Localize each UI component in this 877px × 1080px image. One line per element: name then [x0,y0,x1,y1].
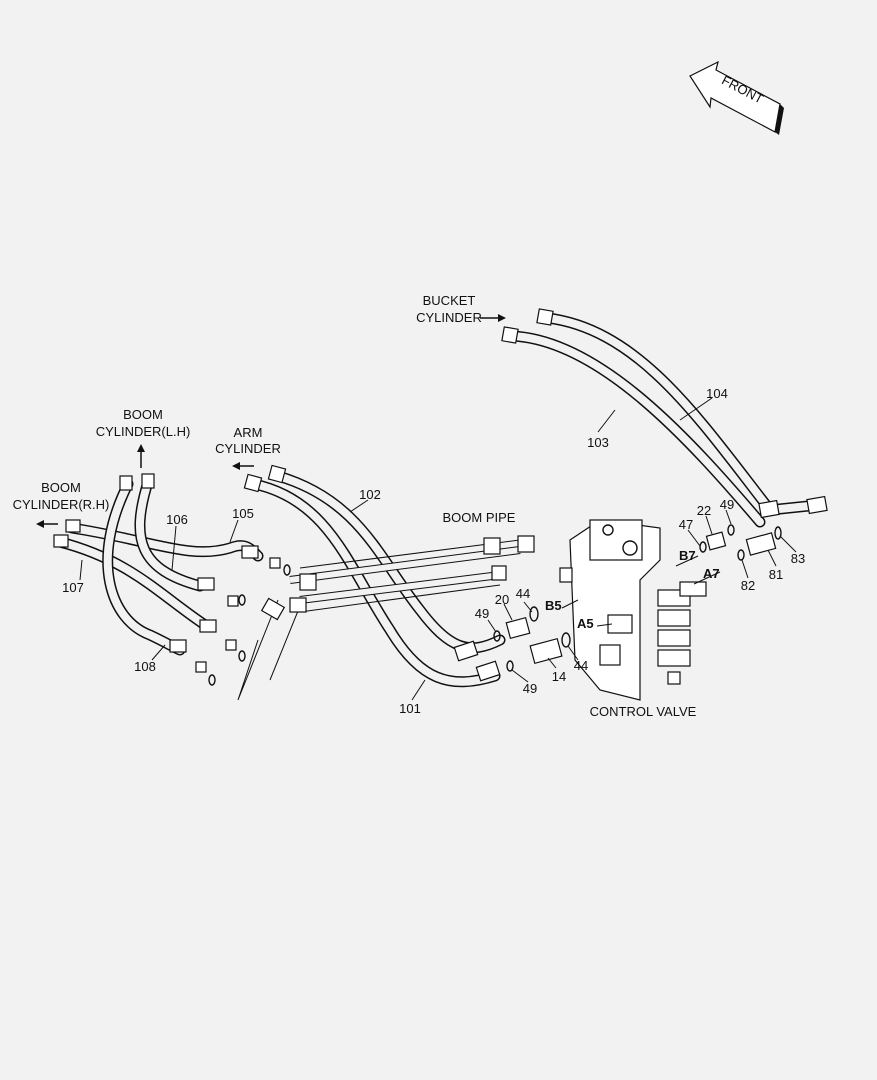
part-103: 103 [587,435,609,450]
boom-cylinder-lh-line2: CYLINDER(L.H) [96,424,191,439]
part-49-mid: 49 [475,606,489,621]
bucket-cylinder-line1: BUCKET [423,293,476,308]
boom-cylinder-rh-line2: CYLINDER(R.H) [13,497,110,512]
hose-fittings [53,308,828,682]
port-b7: B7 [679,548,696,563]
part-numbers: 104 103 102 101 106 105 107 108 49 22 47… [62,386,805,716]
arm-cylinder-line1: ARM [234,425,263,440]
control-valve [559,519,707,701]
part-22: 22 [697,503,711,518]
part-82: 82 [741,578,755,593]
port-a5: A5 [577,616,594,631]
port-a7: A7 [703,566,720,581]
part-49-bottom: 49 [523,681,537,696]
part-105: 105 [232,506,254,521]
part-20: 20 [495,592,509,607]
front-arrow: FRONT [689,60,784,135]
port-b5: B5 [545,598,562,613]
boom-pipe-label: BOOM PIPE [443,510,516,525]
left-small-fittings [195,557,301,701]
hose-107 [54,536,211,631]
part-102: 102 [359,487,381,502]
leader-lines [79,397,797,701]
arm-cylinder-line2: CYLINDER [215,441,281,456]
part-47: 47 [679,517,693,532]
boom-cylinder-rh-line1: BOOM [41,480,81,495]
bucket-cylinder-line2: CYLINDER [416,310,482,325]
part-44-top: 44 [516,586,530,601]
direction-arrows [36,314,506,528]
boom-cylinder-lh-line1: BOOM [123,407,163,422]
part-107: 107 [62,580,84,595]
part-101: 101 [399,701,421,716]
part-108: 108 [134,659,156,674]
control-valve-label: CONTROL VALVE [590,704,697,719]
hose-106 [134,476,206,592]
hose-101 [248,478,501,688]
part-49-top: 49 [720,497,734,512]
part-83: 83 [791,551,805,566]
part-106: 106 [166,512,188,527]
hose-103 [506,330,766,528]
part-104: 104 [706,386,728,401]
valve-fittings [493,524,782,672]
boom-pipe [260,535,535,621]
hose-104 [542,312,824,516]
part-81: 81 [769,567,783,582]
part-44-bottom: 44 [574,658,588,673]
part-14: 14 [552,669,566,684]
